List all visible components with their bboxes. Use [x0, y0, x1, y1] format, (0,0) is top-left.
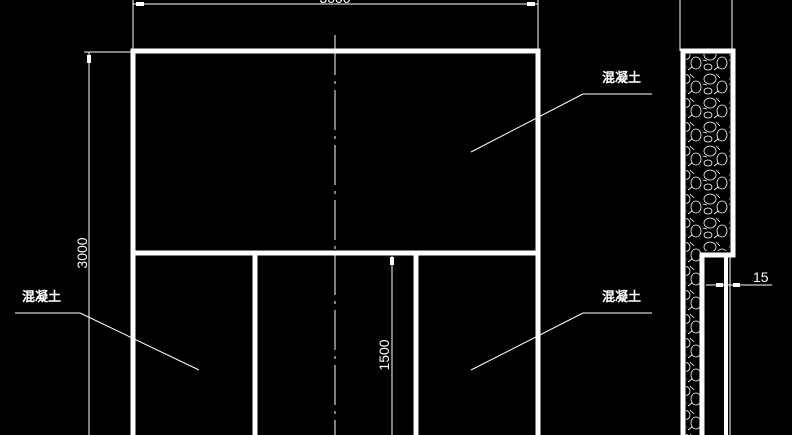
concrete-hatch [686, 54, 730, 435]
dimension-inner [390, 256, 394, 435]
section-view [679, 0, 736, 435]
label-bottom-right: 混凝土 [602, 289, 641, 305]
label-left: 混凝土 [22, 289, 61, 305]
dimension-left [84, 51, 133, 435]
dimension-top-text: 3000 [319, 0, 350, 6]
dimension-wall-text: 15 [753, 269, 769, 285]
leaders [15, 93, 652, 371]
dimension-top [132, 0, 539, 51]
dimension-inner-text: 1500 [376, 339, 392, 370]
elevation-view [130, 35, 541, 435]
dimension-left-text: 3000 [74, 237, 90, 268]
dimension-wall [706, 283, 772, 287]
label-top-right: 混凝土 [602, 70, 641, 86]
